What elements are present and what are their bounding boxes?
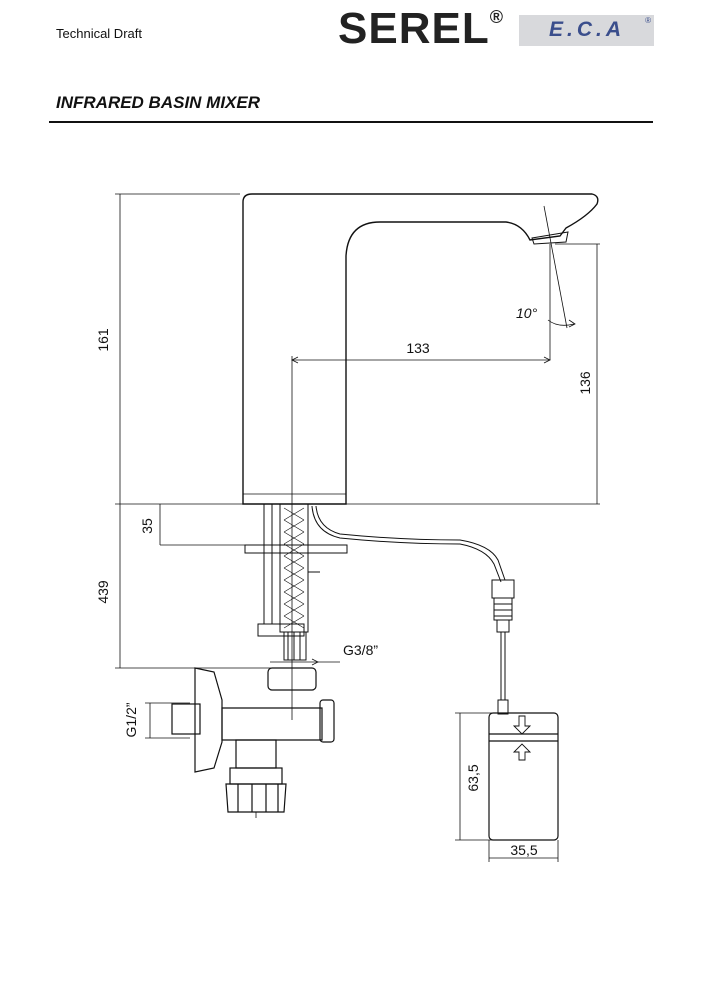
title-rule	[49, 121, 653, 123]
mounting-assembly	[244, 503, 348, 661]
control-box	[488, 712, 559, 841]
dim-box-height: 63,5	[465, 764, 481, 791]
sensor-cable	[311, 505, 515, 715]
eca-logo-text: E.C.A	[549, 18, 626, 41]
serel-logo-text: SEREL	[338, 4, 490, 53]
dim-hose-thread: G3/8”	[343, 642, 378, 658]
dim-spout-reach: 133	[406, 340, 430, 356]
serel-logo: SEREL®	[338, 4, 504, 54]
document-label: Technical Draft	[56, 26, 142, 41]
eca-logo: E.C.A ®	[519, 15, 654, 46]
dim-hose-length: 439	[95, 580, 111, 604]
dim-overall-height: 161	[95, 328, 111, 352]
dim-spout-angle: 10°	[516, 305, 538, 321]
page-title: INFRARED BASIN MIXER	[56, 93, 261, 112]
dimension-lines	[115, 193, 600, 862]
faucet-body	[242, 193, 599, 505]
spout-angle-lines	[543, 205, 576, 360]
dim-spout-height: 136	[577, 371, 593, 395]
eca-registered-mark: ®	[645, 16, 651, 25]
serel-registered-mark: ®	[489, 7, 504, 28]
dim-box-width: 35,5	[510, 842, 537, 858]
angle-valve	[171, 667, 335, 818]
dim-inlet-thread: G1/2”	[123, 702, 139, 737]
dim-base-thickness: 35	[139, 518, 155, 534]
